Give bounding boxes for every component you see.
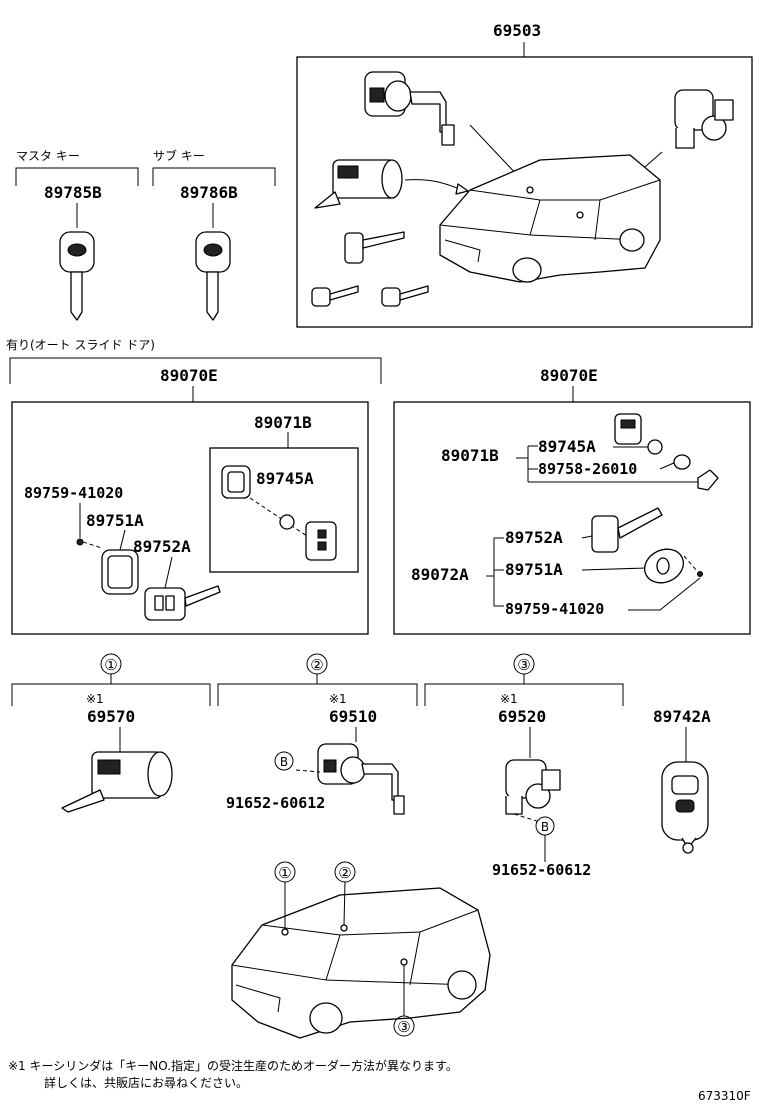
bolt-callout-B-front: B [280,755,288,769]
car-callout-1: ① [278,864,291,882]
car-bottom-art [231,887,491,1039]
part-number-91652-60612-rear: 91652-60612 [492,861,591,879]
part-number-69570: 69570 [87,707,135,726]
part-number-89751A-right: 89751A [505,560,563,579]
door-cylinder-rear-art [505,759,561,823]
footnote-line-1: ※1 キーシリンダは「キーNO.指定」の受注生産のためオーダー方法が異なります。 [8,1058,458,1073]
part-number-89752A-left: 89752A [133,537,191,556]
part-number-89752A-right: 89752A [505,528,563,547]
part-number-89072A: 89072A [411,565,469,584]
car-top-art [439,154,661,283]
part-number-89070E-left: 89070E [160,366,218,385]
note-mark-3: ※1 [500,692,518,706]
door-lock-front-art [364,71,523,183]
transmitter-box-left [11,401,369,635]
part-number-89071B-left: 89071B [254,413,312,432]
part-number-69520: 69520 [498,707,546,726]
lock-set-box [296,56,753,328]
group-number-3: ③ [517,656,530,674]
key-fob-art [661,761,709,854]
sub-key-label: サブ キー [153,148,205,163]
case-inner-box-left [209,447,359,573]
note-mark-2: ※1 [329,692,347,706]
door-lock-rear-art [589,89,734,215]
case-parts-art-right [613,413,719,491]
master-key-art [59,231,95,321]
part-number-89745A-right: 89745A [538,437,596,456]
footnote-line-2: 詳しくは、共販店にお尋ねください。 [44,1075,248,1090]
part-number-89070E-right: 89070E [540,366,598,385]
key-cover-art-left [76,529,221,621]
key-parts-art-right [581,507,703,611]
transmitter-box-right [393,401,751,635]
figure-id: 673310F [698,1089,751,1103]
part-number-89742A: 89742A [653,707,711,726]
part-number-89759-41020-left: 89759-41020 [24,484,123,502]
part-number-69503: 69503 [493,21,541,40]
ignition-cylinder-art [61,751,173,813]
part-number-89759-41020-right: 89759-41020 [505,600,604,618]
note-mark-1: ※1 [86,692,104,706]
part-number-89786B: 89786B [180,183,238,202]
part-number-89785B: 89785B [44,183,102,202]
door-cylinder-front-art [295,743,405,815]
car-callout-2: ② [338,864,351,882]
ignition-lock-art [314,159,469,209]
sub-key-art [195,231,231,321]
auto-slide-door-label: 有り(オート スライド ドア) [6,338,155,352]
master-key-label: マスタ キー [16,149,80,163]
case-parts-art-left [221,465,337,561]
group-number-2: ② [310,656,323,674]
group-number-1: ① [104,656,117,674]
bolt-callout-B-rear: B [541,820,549,834]
part-number-89751A-left: 89751A [86,511,144,530]
part-number-69510: 69510 [329,707,377,726]
part-number-91652-60612-front: 91652-60612 [226,794,325,812]
part-number-89758-26010: 89758-26010 [538,460,637,478]
part-number-89745A-left: 89745A [256,469,314,488]
part-number-89071B-right: 89071B [441,446,499,465]
loose-keys-art [311,231,429,307]
car-callout-3: ③ [397,1018,410,1036]
